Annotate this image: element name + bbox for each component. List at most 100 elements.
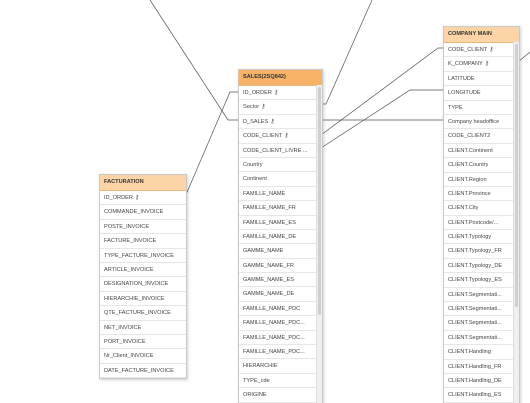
field-list: ID_ORDER⚷ COMMANDE_INVOICE POSTE_INVOICE FA… [100,191,186,379]
scroll-thumb[interactable] [318,87,321,315]
field-row[interactable]: CLIENT.Segmentati... [444,288,519,303]
key-icon: ⚷ [273,90,279,96]
field-row[interactable]: FAMILLE_NAME [239,187,322,202]
field-row[interactable]: GAMME_NAME_ES [239,273,322,288]
field-row[interactable]: FAMILLE_NAME_FR [239,201,322,216]
field-row[interactable]: GAMME_NAME [239,244,322,259]
field-row[interactable]: FACTURE_INVOICE [100,234,186,249]
field-label: CLIENT.Handling [448,349,491,356]
field-row[interactable]: GAMME_NAME_DE [239,287,322,302]
key-icon: ⚷ [489,47,494,53]
field-row[interactable]: CODE_CLIENT⚷ [239,129,322,144]
field-row[interactable]: TYPE [444,101,519,115]
field-row[interactable]: ID_ORDER⚷ [100,191,186,206]
field-row[interactable]: CLIENT.Segmentati... [444,331,519,346]
field-row[interactable]: CLIENT.Country [444,158,519,173]
field-row[interactable]: CLIENT.Typology_DE [444,259,519,274]
field-row[interactable]: CLIENT.Typology_ES [444,273,519,288]
field-row[interactable]: CLIENT.Segmentati... [444,302,519,317]
field-row[interactable]: CLIENT.Province [444,187,519,202]
link-sales-company-2[interactable] [320,89,443,149]
field-row[interactable]: FAMILLE_NAME_PDC [239,302,322,317]
field-row[interactable]: GAMME_NAME_FR [239,259,322,274]
scroll-thumb[interactable] [515,44,518,307]
field-row[interactable]: COMMANDE_INVOICE [100,205,186,220]
field-label: QTE_FACTURE_INVOICE [104,310,171,317]
link-sales-company-code-client[interactable] [320,47,443,136]
field-label: CODE_CLIENT [243,133,283,140]
field-row[interactable]: FAMILLE_NAME_DE [239,230,322,245]
field-row[interactable]: LATITUDE [444,72,519,87]
field-label: CLIENT.Segmentati... [448,306,502,313]
field-label: CLIENT.Region [448,176,487,183]
field-row[interactable]: Company headoffice [444,115,519,130]
field-row[interactable]: DESIGNATION_INVOICE [100,277,186,292]
field-row[interactable]: TYPE_FACTURE_INVOICE [100,249,186,263]
field-row[interactable]: PORT_INVOICE [100,335,186,350]
field-row[interactable]: CLIENT.Region [444,173,519,187]
field-row[interactable]: ARTICLE_INVOICE [100,263,186,278]
field-row[interactable]: CLIENT.Handling [444,345,519,360]
field-row[interactable]: FAMILLE_NAME_PDC... [239,331,322,346]
field-row[interactable]: ORIGINE [239,388,322,403]
field-row[interactable]: D_SALES⚷ [239,115,322,130]
field-label: FAMILLE_NAME_FR [243,205,296,212]
field-label: FAMILLE_NAME_PDC... [243,349,305,356]
field-row[interactable]: CLIENT.Handling_DE [444,374,519,389]
field-label: FAMILLE_NAME_PDC [243,305,301,312]
link-facturation-sales-id-order[interactable] [184,91,238,198]
link-offscreen-sales[interactable] [149,0,238,121]
table-title[interactable]: SALES(2SQ842) [239,70,322,86]
field-row[interactable]: Country [239,158,322,173]
field-row[interactable]: LONGITUDE [444,86,519,101]
field-row[interactable]: CODE_CLIENT_LIVRE ... [239,144,322,158]
field-row[interactable]: Sector⚷ [239,100,322,115]
field-label: CLIENT.Segmentati... [448,320,502,327]
field-row[interactable]: CLIENT.City [444,201,519,216]
field-row[interactable]: CLIENT.Postcode/... [444,216,519,231]
field-row[interactable]: CLIENT.Handling_ES [444,388,519,403]
field-row[interactable]: CLIENT.Segmentati... [444,316,519,331]
field-row[interactable]: CODE_CLIENT⚷ [444,43,519,58]
field-row[interactable]: CODE_CLIENT2 [444,129,519,144]
field-row[interactable]: CLIENT.Typology [444,230,519,245]
field-label: CODE_CLIENT_LIVRE ... [243,147,308,154]
field-label: CLIENT.Typology [448,234,492,241]
scrollbar[interactable] [316,85,322,403]
key-icon: ⚷ [134,195,140,201]
field-row[interactable]: HIERARCHIE [239,359,322,374]
table-title[interactable]: COMPANY MAIN [444,27,519,43]
field-row[interactable]: POSTE_INVOICE [100,220,186,235]
field-row[interactable]: CLIENT.Typology_FR [444,244,519,259]
field-label: Country [243,161,263,168]
field-row[interactable]: NET_INVOICE [100,321,186,335]
field-label: CLIENT.Typology_ES [448,277,502,284]
field-label: POSTE_INVOICE [104,223,150,230]
table-company-main[interactable]: COMPANY MAIN CODE_CLIENT⚷K_COMPANY⚷LATIT… [443,26,520,403]
field-row[interactable]: K_COMPANY⚷ [444,57,519,72]
field-row[interactable]: ID_ORDER⚷ [239,86,322,101]
table-facturation[interactable]: FACTURATION ID_ORDER⚷ COMMANDE_INVOICE POS… [99,174,187,380]
scrollbar[interactable] [513,42,519,403]
field-label: COMMANDE_INVOICE [104,209,164,216]
field-row[interactable]: HIERARCHIE_INVOICE [100,292,186,307]
field-row[interactable]: TYPE_cde [239,374,322,389]
field-row[interactable]: QTE_FACTURE_INVOICE [100,306,186,321]
link-offscreen-sales-sector[interactable] [321,0,373,105]
field-row[interactable]: FAMILLE_NAME_ES [239,216,322,230]
field-row[interactable]: CLIENT.Handling_FR [444,360,519,374]
field-label: CLIENT.Postcode/... [448,219,499,226]
field-label: TYPE_cde [243,377,270,384]
field-label: CLIENT.City [448,205,479,212]
field-row[interactable]: FAMILLE_NAME_PDC... [239,345,322,360]
table-sales[interactable]: SALES(2SQ842) ID_ORDER⚷Sector⚷D_SALES⚷CO… [238,69,323,403]
field-label: ID_ORDER [243,90,272,96]
table-title[interactable]: FACTURATION [100,175,186,191]
field-row[interactable]: FAMILLE_NAME_PDC... [239,316,322,331]
field-row[interactable]: Nr_Client_INVOICE [100,349,186,364]
field-row[interactable]: Continent [239,172,322,187]
field-label: TYPE_FACTURE_INVOICE [104,252,174,259]
field-row[interactable]: DATE_FACTURE_INVOICE [100,364,186,379]
field-row[interactable]: CLIENT.Continent [444,144,519,159]
